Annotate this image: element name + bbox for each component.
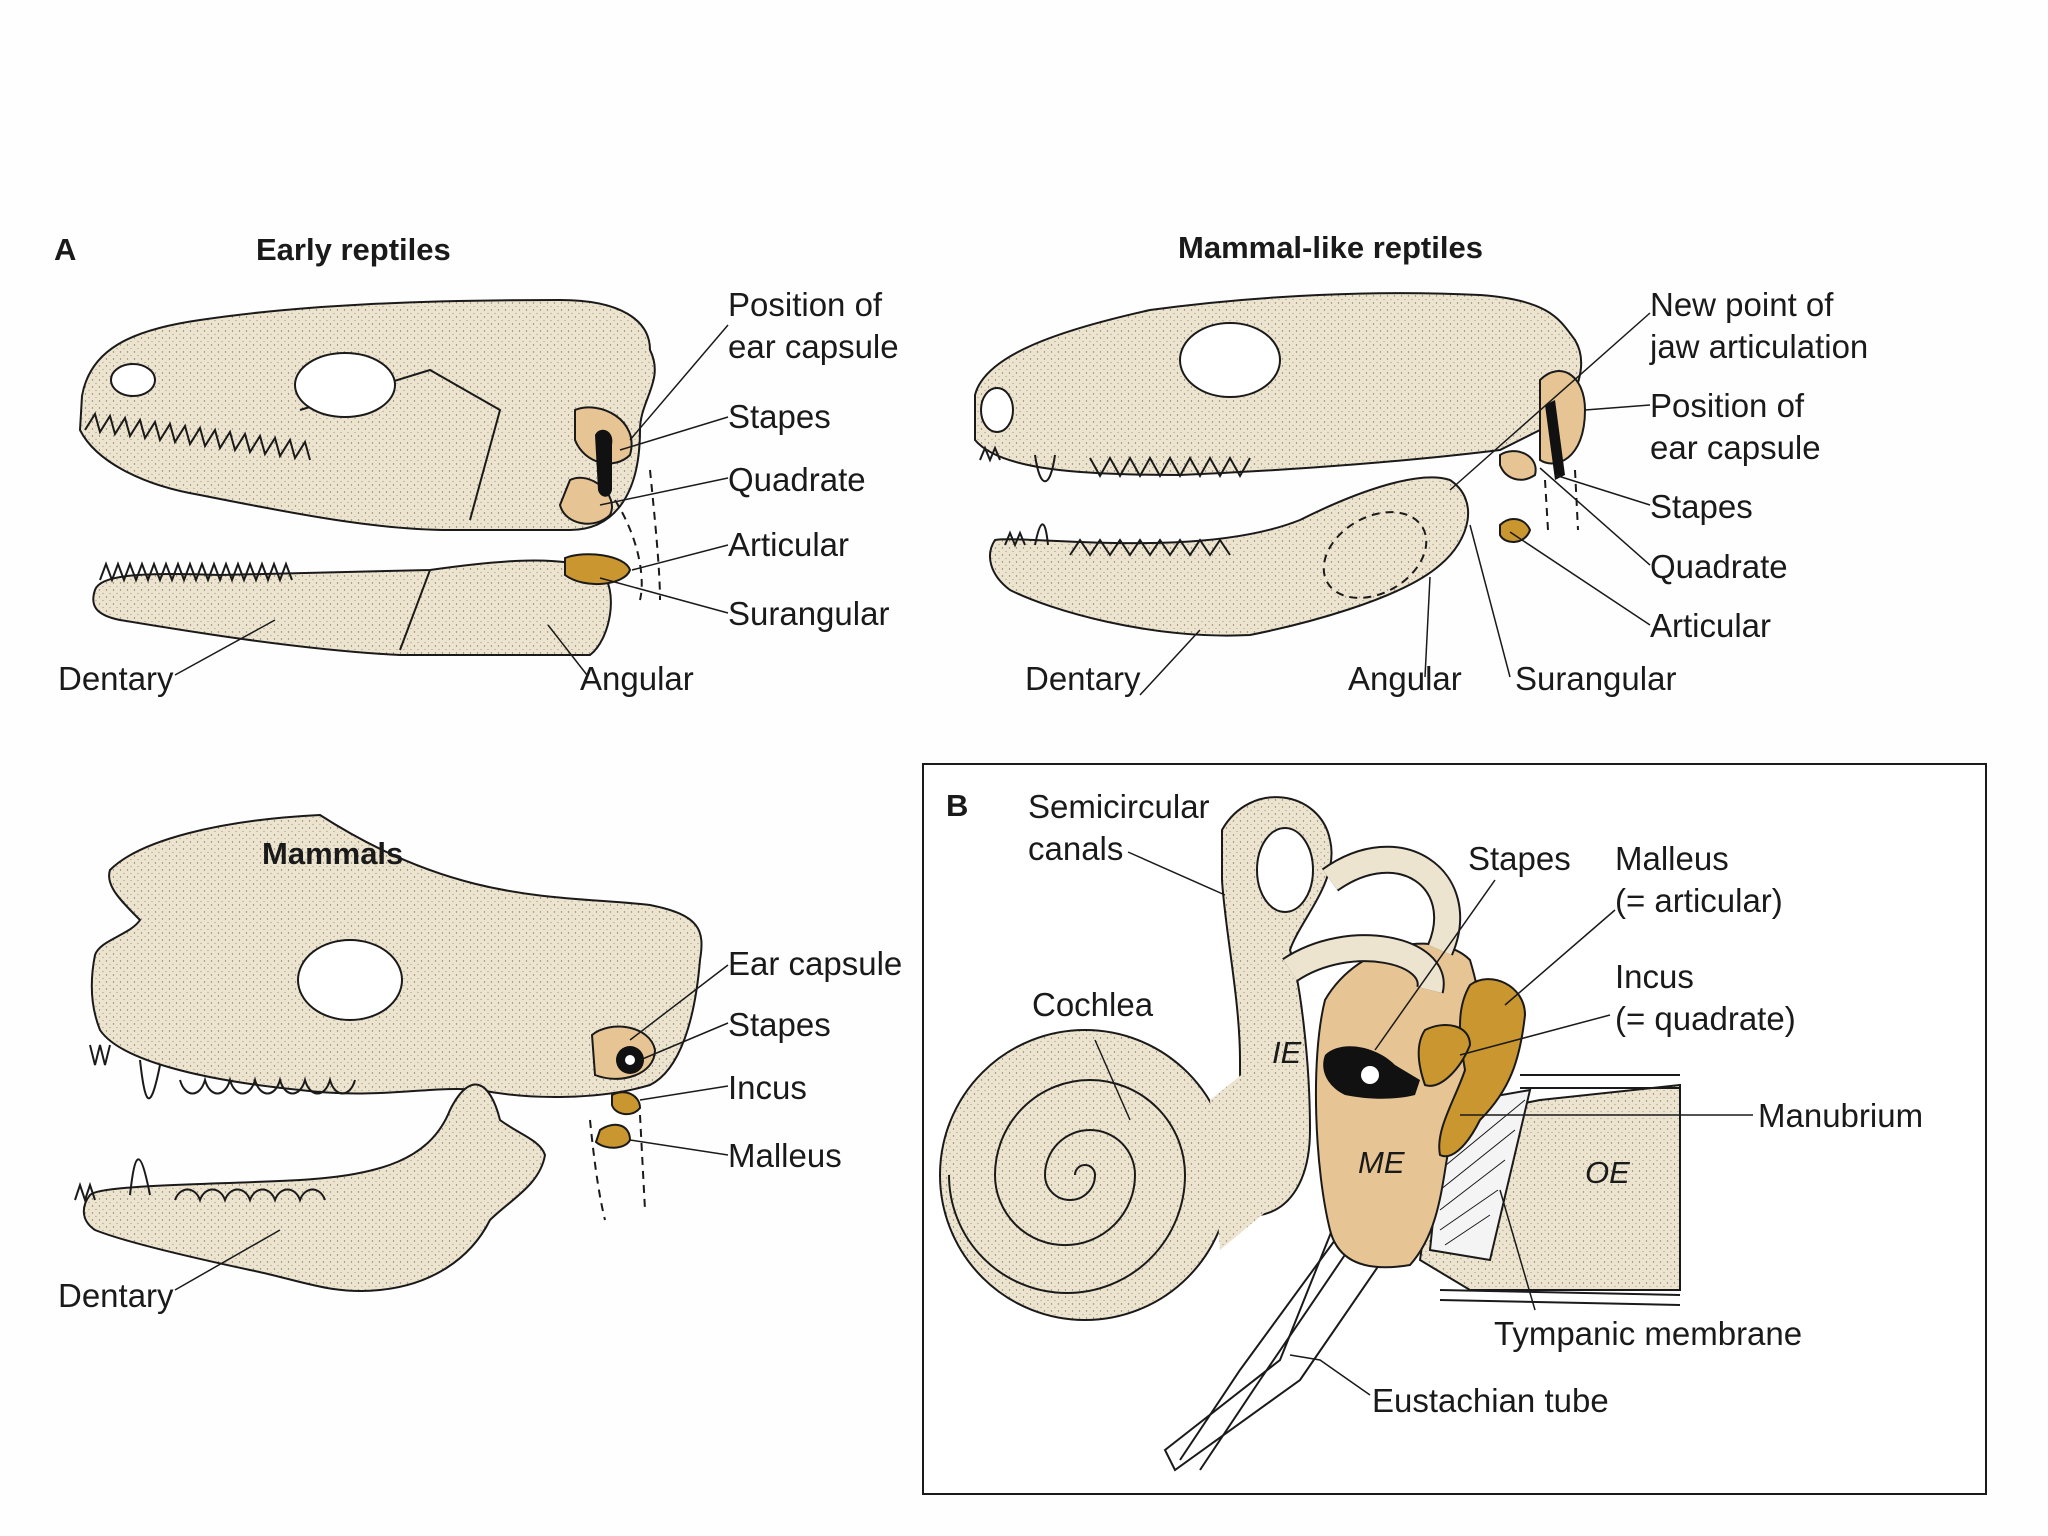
- b-malleus-label-2: (= articular): [1615, 882, 1783, 919]
- early-mandible: [92, 559, 612, 656]
- ml-ear-capsule-label-2: ear capsule: [1650, 429, 1821, 466]
- early-ear-capsule-label-1: Position of: [728, 286, 883, 323]
- tympanic-membrane-label: Tympanic membrane: [1494, 1315, 1803, 1352]
- early-teeth: [84, 411, 311, 583]
- ml-new-point-label-1: New point of: [1650, 286, 1834, 323]
- mammal-skull: [82, 813, 703, 1292]
- early-ear-capsule-label-2: ear capsule: [728, 328, 899, 365]
- mammal-like-reptiles-title: Mammal-like reptiles: [1178, 230, 1483, 265]
- early-cranium: [78, 298, 656, 531]
- ml-surangular-label: Surangular: [1515, 660, 1677, 697]
- cochlea-spiral: [939, 1029, 1231, 1321]
- b-malleus-label-1: Malleus: [1615, 840, 1729, 877]
- manubrium-label: Manubrium: [1758, 1097, 1924, 1134]
- mammal-incus-label: Incus: [728, 1069, 807, 1106]
- b-stapes-label: Stapes: [1468, 840, 1571, 877]
- early-quadrate-label: Quadrate: [728, 461, 866, 498]
- incus-bone: [1417, 1024, 1472, 1087]
- mammal-orbit: [297, 939, 403, 1021]
- eustachian-tube-label: Eustachian tube: [1372, 1382, 1609, 1419]
- mammal-malleus: [594, 1123, 632, 1149]
- early-reptiles-title: Early reptiles: [256, 232, 451, 267]
- panel-b-letter: B: [946, 788, 969, 823]
- mammal-incus: [611, 1091, 642, 1116]
- early-dentary-label: Dentary: [58, 660, 174, 697]
- mammal-teeth: [74, 1044, 356, 1204]
- early-surangular-label: Surangular: [728, 595, 890, 632]
- ml-stapes: [1545, 400, 1565, 480]
- mammals-title: Mammals: [262, 836, 404, 871]
- ml-stapes-label: Stapes: [1650, 488, 1753, 525]
- early-reptile-skull: [78, 298, 656, 656]
- b-incus-label-2: (= quadrate): [1615, 1000, 1796, 1037]
- semicircular-label-2: canals: [1028, 830, 1124, 867]
- early-articular: [564, 553, 632, 586]
- leader-lines: [174, 312, 1753, 1396]
- ml-new-point-label-2: jaw articulation: [1650, 328, 1869, 365]
- ml-articular-label: Articular: [1650, 607, 1772, 644]
- ml-mandible: [989, 476, 1469, 637]
- early-stapes: [595, 429, 613, 497]
- mammal-cranium: [90, 813, 703, 1098]
- ml-quadrate: [1499, 450, 1537, 481]
- early-articular-label: Articular: [728, 526, 850, 563]
- b-incus-label-1: Incus: [1615, 958, 1694, 995]
- ml-ear-capsule-label-1: Position of: [1650, 387, 1805, 424]
- mammal-ear-capsule-label: Ear capsule: [728, 945, 903, 982]
- early-stapes-label: Stapes: [728, 398, 831, 435]
- outer-ear-label: OE: [1585, 1155, 1630, 1190]
- mammal-dentary-label: Dentary: [58, 1277, 174, 1314]
- ml-angular-label: Angular: [1348, 660, 1462, 697]
- middle-ear-label: ME: [1358, 1145, 1405, 1180]
- ml-teeth: [979, 445, 1251, 557]
- cochlea-label: Cochlea: [1032, 986, 1154, 1023]
- ml-quadrate-label: Quadrate: [1650, 548, 1788, 585]
- mammal-malleus-label: Malleus: [728, 1137, 842, 1174]
- inner-ear-label: IE: [1272, 1035, 1302, 1070]
- panel-a-letter: A: [54, 232, 77, 267]
- early-orbit: [294, 352, 396, 418]
- ml-cranium: [974, 292, 1583, 477]
- ml-articular: [1499, 518, 1532, 543]
- mammal-stapes-label: Stapes: [728, 1006, 831, 1043]
- early-nostril: [110, 363, 156, 397]
- semicircular-label-1: Semicircular: [1028, 788, 1210, 825]
- mammal-like-skull: [974, 292, 1583, 637]
- mammal-dentary: [82, 1083, 547, 1292]
- ml-dentary-label: Dentary: [1025, 660, 1141, 697]
- early-angular-label: Angular: [580, 660, 694, 697]
- ml-nostril: [980, 387, 1014, 433]
- ml-orbit: [1179, 322, 1281, 398]
